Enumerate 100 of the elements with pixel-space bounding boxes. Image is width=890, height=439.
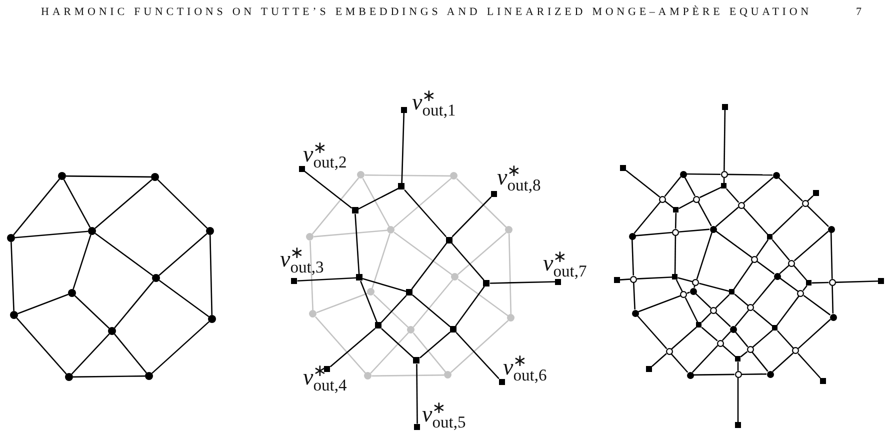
graph-edge: [664, 176, 682, 197]
vertex-square: [672, 274, 678, 280]
graph-edge: [772, 239, 790, 261]
vertex-square: [446, 236, 452, 244]
graph-edge: [636, 315, 668, 350]
graph-edge: [836, 280, 878, 283]
graph-edge: [737, 378, 739, 422]
graph-edge: [360, 280, 378, 323]
graph-edge: [114, 280, 154, 328]
vertex-dot: [686, 372, 694, 378]
graph-edge: [312, 177, 360, 235]
graph-edge: [626, 170, 660, 198]
vertex-square: [878, 278, 884, 284]
vertex-square: [729, 289, 735, 295]
graph-edge: [13, 178, 60, 236]
vertex-square: [722, 104, 728, 110]
graph-edge: [678, 277, 693, 282]
graph-edge: [420, 332, 450, 358]
vertex-square: [352, 207, 358, 214]
graph-edge: [752, 330, 773, 348]
vertex-ring: [802, 200, 808, 207]
vertex-ring: [746, 346, 754, 353]
graph-edge: [674, 236, 676, 274]
vertex-square: [620, 165, 626, 171]
graph-edge: [678, 200, 694, 210]
vertex-dot: [407, 326, 415, 334]
graph-edge: [686, 292, 690, 294]
vertex-ring: [720, 170, 728, 178]
graph-edge: [457, 232, 507, 276]
vertex-square: [413, 357, 420, 364]
graph-edge: [728, 174, 772, 176]
graph-edge: [10, 242, 14, 312]
graph-edge: [152, 321, 210, 374]
graph-edge: [63, 179, 91, 228]
graph-edge: [94, 232, 154, 276]
graph-edge: [412, 279, 454, 328]
graph-edge: [456, 332, 500, 380]
vertex-ring: [692, 279, 700, 286]
graph-edge: [456, 178, 507, 228]
graph-edge: [798, 352, 821, 378]
vertex-ring: [630, 276, 637, 282]
vertex-dot: [690, 288, 696, 294]
graph-edge: [733, 262, 754, 290]
vertex-square: [735, 356, 741, 362]
vertex-dot: [364, 372, 372, 380]
graph-edge: [684, 176, 696, 196]
vertex-ring: [738, 202, 744, 208]
graph-edge: [695, 292, 712, 308]
graph-edge: [684, 297, 698, 323]
graph-edge: [416, 364, 418, 424]
graph-edge: [372, 374, 444, 377]
graph-edge: [807, 195, 814, 202]
graph-edge: [694, 374, 734, 376]
graph-edge: [752, 309, 773, 326]
graph-edge: [620, 278, 630, 280]
graph-edge: [158, 280, 210, 318]
graph-edge: [452, 196, 492, 238]
vertex-ring: [792, 347, 800, 354]
graph-edge: [798, 318, 831, 349]
graph-edge: [358, 188, 399, 210]
graph-edge: [631, 239, 634, 276]
vertex-dot: [367, 288, 375, 296]
graph-edge: [772, 205, 803, 235]
graph-edge: [404, 190, 447, 238]
graph-edge: [696, 232, 713, 280]
graph-edge: [664, 200, 674, 208]
vertex-square: [406, 289, 413, 296]
running-header: HARMONIC FUNCTIONS ON TUTTE’S EMBEDDINGS AND LINEARIZED MONGE–AMPÈRE EQUATION: [41, 6, 812, 18]
vertex-dot: [766, 370, 774, 378]
vertex-dot: [505, 226, 513, 234]
graph-edge: [715, 294, 730, 308]
graph-edge: [678, 228, 710, 233]
vertex-dot: [507, 314, 515, 322]
vertex-square: [673, 207, 679, 213]
graph-edge: [676, 279, 683, 292]
graph-edge: [737, 362, 739, 371]
graph-edge: [94, 179, 152, 229]
vertex-dot: [151, 173, 159, 181]
vertex-square: [483, 280, 490, 287]
graph-edge: [412, 332, 446, 373]
vertex-dot: [208, 315, 216, 323]
graph-edge: [779, 264, 790, 274]
graph-edge: [722, 344, 736, 358]
graph-edge: [73, 375, 145, 378]
graph-edge: [14, 230, 88, 238]
graph-edge: [807, 205, 829, 228]
vertex-dot: [730, 326, 736, 332]
graph-edge: [734, 294, 748, 306]
graph-edge: [354, 214, 360, 274]
vertex-dot: [68, 289, 76, 297]
vertex-dot: [450, 172, 458, 180]
vertex-dot: [145, 372, 153, 380]
vertex-dot: [58, 172, 66, 180]
vertex-square: [721, 183, 727, 189]
graph-edge: [71, 333, 110, 375]
vertex-ring: [659, 196, 666, 203]
graph-edge: [16, 318, 67, 374]
graph-edge: [701, 326, 718, 342]
graph-edge: [157, 179, 208, 229]
vertex-square: [450, 326, 457, 333]
